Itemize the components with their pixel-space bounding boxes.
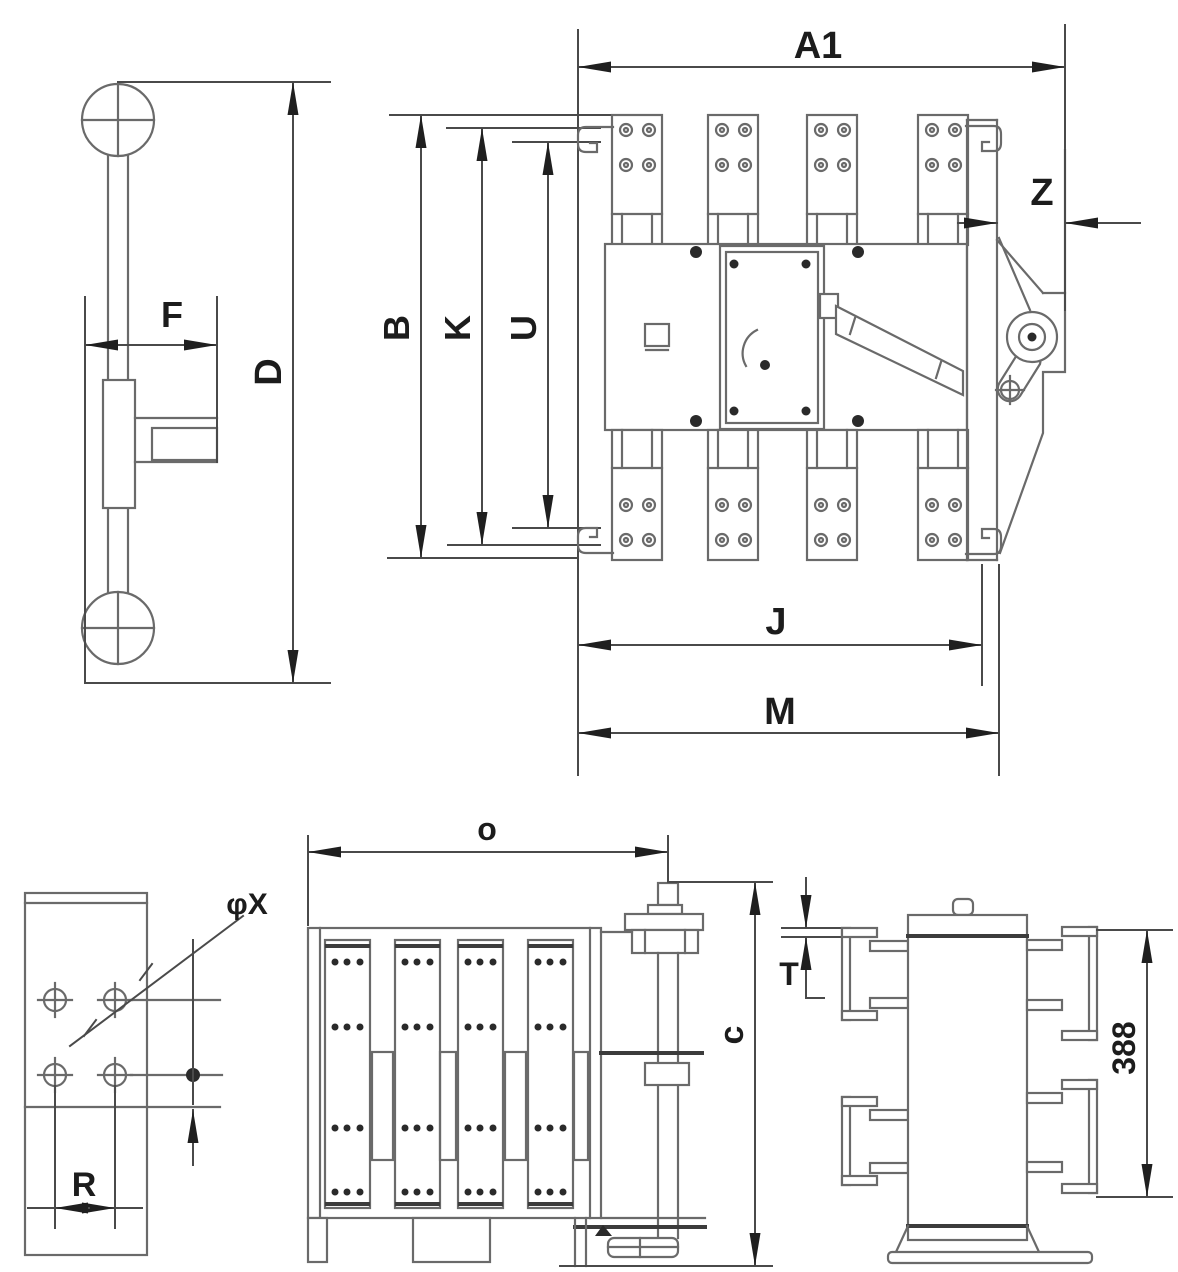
view-front-plan: A1 B K U Z J M	[376, 24, 1141, 776]
dim-label-r: R	[72, 1166, 97, 1204]
dim-label-m: M	[764, 691, 796, 733]
center-cover-panel	[718, 244, 826, 431]
dim-label-z: Z	[1030, 172, 1053, 214]
clip-bottom-right	[964, 527, 1003, 556]
dim-label-j: J	[765, 601, 786, 643]
dim-label-t: T	[779, 956, 799, 992]
shaft-flange	[623, 912, 705, 932]
side-base-plate	[886, 1250, 1094, 1265]
dim-label-b: B	[376, 315, 417, 341]
clip-top-right	[964, 124, 1003, 153]
clip-top-left	[576, 125, 615, 154]
side-body	[906, 913, 1029, 1242]
dim-label-u: U	[503, 315, 544, 341]
dim-label-f: F	[161, 294, 183, 335]
view-handle-side: F D	[80, 81, 331, 684]
dim-label-388: 388	[1106, 1021, 1142, 1074]
rotation-arc	[741, 328, 759, 368]
shaft-square	[643, 322, 671, 348]
view-mounting-plate: φX R	[23, 888, 268, 1257]
view-side: T	[779, 877, 1173, 1265]
terminal-clamps-right	[1025, 925, 1099, 1195]
clip-bottom-left	[576, 526, 615, 555]
leader-phi-x	[68, 914, 245, 1048]
view-bottom-front: o c	[306, 811, 773, 1268]
side-knob	[951, 897, 975, 917]
dim-label-a1: A1	[794, 25, 843, 67]
dim-label-d: D	[248, 358, 290, 385]
dim-label-c: c	[713, 1026, 751, 1045]
drive-lever	[834, 304, 965, 397]
dim-label-k: K	[437, 315, 478, 341]
dim-label-phi-x: φX	[226, 888, 267, 921]
dim-label-o: o	[477, 811, 497, 847]
terminal-clamps-left	[840, 926, 910, 1187]
